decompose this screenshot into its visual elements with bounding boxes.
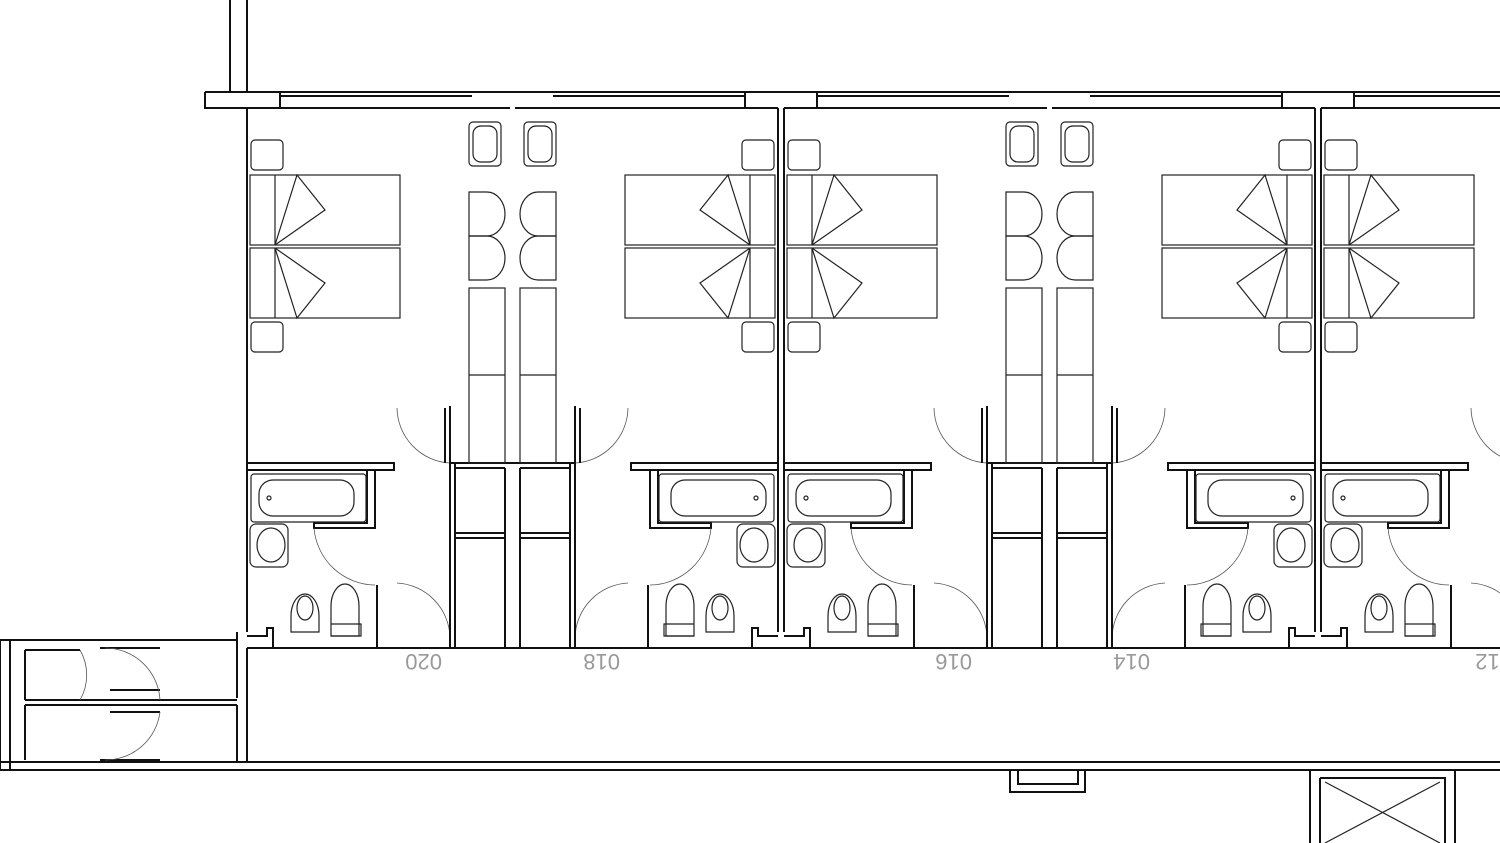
room-unit-012 — [1320, 91, 1500, 649]
chair — [1005, 191, 1043, 281]
nightstand — [250, 139, 284, 171]
wardrobe — [468, 287, 506, 464]
nightstand — [741, 321, 775, 353]
toilet — [1200, 583, 1232, 637]
room-number-020: 020 — [405, 649, 442, 674]
chair — [519, 191, 557, 281]
chair — [1056, 191, 1094, 281]
bed — [1161, 173, 1313, 246]
bed — [624, 247, 776, 320]
bathtub — [1324, 473, 1441, 523]
bathtub — [787, 473, 904, 523]
sink — [1323, 523, 1363, 568]
chair — [468, 121, 502, 167]
wardrobe — [1005, 287, 1043, 464]
wardrobe — [1056, 287, 1094, 464]
bed — [624, 173, 776, 246]
chair — [1060, 121, 1094, 167]
bidet — [1242, 593, 1272, 633]
room-unit-014 — [1047, 91, 1316, 649]
bidet — [290, 593, 320, 633]
nightstand — [787, 139, 821, 171]
bed — [249, 173, 401, 246]
bidet — [1364, 593, 1394, 633]
chair — [1005, 121, 1039, 167]
nightstand — [741, 139, 775, 171]
bed — [786, 173, 938, 246]
bed — [1161, 247, 1313, 320]
nightstand — [787, 321, 821, 353]
nightstand — [1278, 139, 1312, 171]
toilet — [1404, 583, 1436, 637]
toilet — [867, 583, 899, 637]
bed — [1323, 247, 1475, 320]
bed — [249, 247, 401, 320]
sink — [786, 523, 826, 568]
chair — [523, 121, 557, 167]
wardrobe — [519, 287, 557, 464]
nightstand — [1278, 321, 1312, 353]
toilet — [663, 583, 695, 637]
room-number-012: 012 — [1475, 649, 1500, 674]
bathtub — [1195, 473, 1312, 523]
bidet — [705, 593, 735, 633]
nightstand — [250, 321, 284, 353]
room-number-014: 014 — [1113, 649, 1150, 674]
bed — [786, 247, 938, 320]
toilet — [330, 583, 362, 637]
sink — [1273, 523, 1313, 568]
sink — [249, 523, 289, 568]
hotel-room-units — [246, 91, 1500, 649]
sink — [736, 523, 776, 568]
chair — [468, 191, 506, 281]
nightstand — [1324, 321, 1358, 353]
nightstand — [1324, 139, 1358, 171]
room-unit-016 — [783, 91, 1052, 649]
room-number-018: 018 — [583, 649, 620, 674]
room-labels: 020 018 016 014 012 — [405, 649, 1500, 674]
bed — [1323, 173, 1475, 246]
room-number-016: 016 — [935, 649, 972, 674]
room-unit-018 — [510, 91, 779, 649]
bidet — [827, 593, 857, 633]
bathtub — [658, 473, 775, 523]
room-unit-020 — [246, 91, 515, 649]
bathtub — [250, 473, 367, 523]
